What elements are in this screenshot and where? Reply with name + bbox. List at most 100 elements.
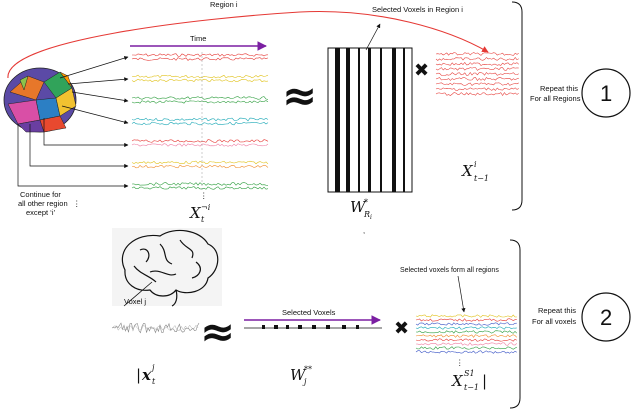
approx-sign-1: ≈ (282, 71, 317, 120)
svg-text:*: * (364, 198, 368, 207)
svg-text:t: t (201, 215, 205, 224)
small-dot: , (363, 226, 365, 235)
series-line (415, 318, 517, 322)
series-line (131, 182, 269, 186)
vertical-ellipsis-continue: ⋮ (73, 199, 81, 208)
svg-text:S1: S1 (464, 369, 475, 378)
series-line (435, 62, 519, 66)
series-line (435, 52, 519, 56)
series-line (415, 338, 517, 342)
continue-note-line2: all other region (18, 199, 68, 208)
repeat-voxels-line2: For all voxels (532, 317, 576, 326)
svg-text:|: | (136, 366, 141, 384)
series-line (111, 322, 200, 334)
series-line (111, 324, 199, 332)
svg-text:t: t (152, 377, 156, 386)
series-line (435, 57, 519, 61)
timeseries-voxel-j (111, 322, 200, 334)
series-line (415, 346, 517, 350)
approx-sign-2: ≈ (200, 307, 235, 356)
repeat-regions-line1: Repeat this (540, 84, 578, 93)
continue-note-line3: except ‘i’ (26, 208, 56, 217)
step-2-number: 2 (600, 305, 612, 330)
selected-voxels-pointer (365, 23, 381, 51)
repeat-regions-line2: For all Regions (530, 94, 581, 103)
series-line (131, 57, 269, 61)
brain-sketch (112, 228, 222, 307)
svg-text:t−1: t−1 (474, 174, 489, 183)
series-line (131, 96, 269, 100)
math-w-j: W ** j (290, 365, 312, 386)
timeseries-selected-voxels (415, 314, 518, 354)
math-w-r-i: W * R i (350, 198, 372, 221)
series-line (435, 77, 519, 81)
time-label: Time (190, 34, 206, 43)
selected-voxel-vector (244, 325, 382, 329)
continue-note-line1: Continue for (20, 190, 61, 199)
region-connectors (17, 56, 129, 189)
series-line (131, 100, 269, 104)
svg-text:x: x (141, 366, 152, 384)
series-line (415, 322, 517, 326)
series-line (415, 326, 517, 330)
selected-voxels-region-label: Selected Voxels in Region i (372, 5, 463, 14)
series-line (131, 186, 269, 190)
svg-text:W: W (350, 198, 367, 216)
math-x-prev-i: X i t−1 (461, 160, 489, 183)
step-2-circle (581, 292, 631, 342)
svg-text:R: R (363, 210, 370, 219)
selected-voxels-label: Selected Voxels (282, 308, 336, 317)
svg-text:X: X (451, 372, 464, 390)
series-line (415, 334, 518, 338)
repeat-voxels-line1: Repeat this (538, 306, 576, 315)
series-line (131, 139, 269, 143)
series-line (415, 330, 518, 334)
series-line (131, 121, 269, 126)
svg-text:**: ** (304, 365, 312, 374)
svg-text:X: X (461, 162, 474, 180)
series-line (435, 82, 519, 86)
voxel-pointer (123, 281, 153, 307)
series-line (132, 53, 269, 57)
vertical-ellipsis-2: ⋮ (456, 358, 464, 367)
svg-text:X: X (189, 204, 202, 222)
series-line (131, 78, 269, 83)
region-i-label: Region i (210, 0, 238, 9)
panel-voxel-model: Voxel j | x j t ≈ Selected Voxels (111, 228, 631, 409)
timeseries-other-regions (131, 52, 269, 190)
series-line (435, 67, 519, 71)
region-i-arrow (7, 10, 489, 79)
panel-region-model: Region i Time (3, 0, 631, 235)
step-1-circle (581, 68, 631, 118)
weight-matrix-region (327, 47, 413, 193)
svg-text:W: W (290, 366, 307, 384)
bracket-1 (511, 1, 523, 211)
series-line (131, 117, 269, 122)
svg-text:j: j (150, 363, 155, 372)
series-line (435, 72, 519, 76)
svg-text:j: j (302, 377, 307, 386)
series-line (435, 87, 519, 91)
series-line (131, 160, 269, 165)
selected-all-regions-pointer (457, 275, 466, 313)
math-x-s1: X S1 t−1 | (451, 369, 487, 392)
math-x-t-not-i: X ¬i t (189, 203, 211, 224)
step-1-number: 1 (600, 81, 612, 106)
svg-text:i: i (370, 214, 372, 221)
series-line (415, 342, 518, 346)
svg-text:t−1: t−1 (464, 383, 479, 392)
series-line (435, 92, 519, 97)
series-line (415, 314, 517, 318)
series-line (131, 74, 269, 79)
bracket-2 (509, 239, 521, 409)
svg-text:i: i (474, 160, 477, 169)
series-line (415, 350, 517, 354)
multiply-sign-2: ✖ (394, 318, 409, 339)
svg-text:¬i: ¬i (201, 203, 211, 212)
parcellated-brain (3, 67, 77, 133)
math-x-t-j: | x j t (136, 363, 156, 386)
multiply-sign-1: ✖ (414, 60, 429, 81)
selected-all-regions-label: Selected voxels form all regions (400, 267, 499, 274)
series-line (131, 143, 269, 147)
